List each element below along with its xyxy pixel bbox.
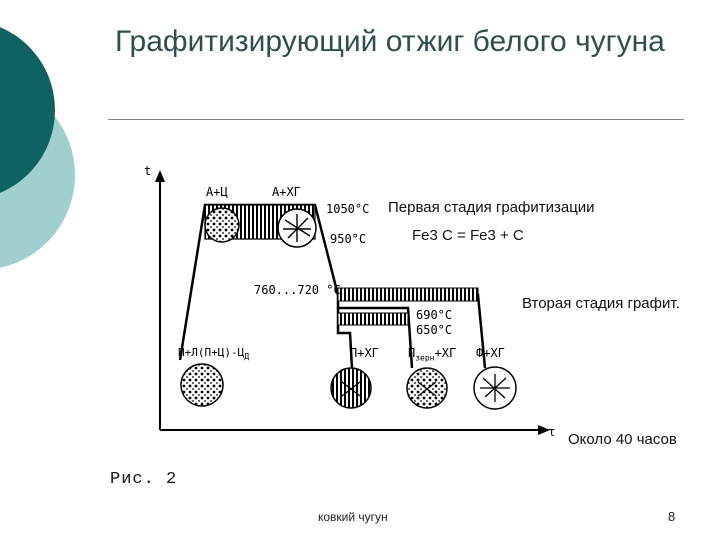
figure-caption: Рис. 2	[110, 470, 177, 489]
microstructure-a-c	[205, 208, 239, 242]
phase-pzern-sub: зерн	[415, 353, 434, 362]
microstructure-ledeburite	[181, 364, 223, 406]
stage1-label: Первая стадия графитизации	[388, 199, 595, 216]
axis-x-label: τ	[548, 425, 555, 439]
phase-label-pzern-hg: Пзерн+ХГ	[408, 346, 456, 362]
microstructure-pzern-hg	[407, 368, 447, 408]
phase-label-f-hg: Ф+ХГ	[476, 346, 505, 360]
annealing-diagram: t τ А+Ц А+ХГ 1050°C 950°C 760...720 °C 6…	[140, 150, 720, 470]
temp-950-label: 950°C	[330, 232, 366, 246]
reaction-equation: Fe3 C = Fe3 + C	[412, 227, 524, 244]
slide-title: Графитизирующий отжиг белого чугуна	[115, 22, 705, 62]
axis-y-label: t	[144, 164, 151, 178]
footer-text: ковкий чугун	[318, 510, 388, 524]
temp-1050-label: 1050°C	[326, 202, 369, 216]
page-number: 8	[668, 509, 675, 524]
phase-label-a-hg: А+ХГ	[272, 185, 301, 199]
phase-label-p-hg: П+ХГ	[350, 346, 379, 360]
temp-690-label: 690°C	[416, 308, 452, 322]
phase-label-a-c: А+Ц	[206, 185, 228, 199]
microstructure-p-hg	[331, 368, 371, 408]
phase-start-text: П+Л(П+Ц)-Ц	[178, 346, 244, 359]
phase-start-sub: Д	[244, 352, 249, 361]
temp-760-720-label: 760...720 °C	[254, 283, 341, 297]
temp-650-label: 650°C	[416, 323, 452, 337]
phase-label-start: П+Л(П+Ц)-ЦД	[178, 346, 249, 361]
stage2-label: Вторая стадия графит.	[522, 295, 680, 312]
title-divider	[108, 119, 684, 120]
phase-pzern-tail: +ХГ	[435, 346, 457, 360]
decorative-circles	[0, 0, 110, 300]
duration-label: Около 40 часов	[568, 431, 677, 448]
